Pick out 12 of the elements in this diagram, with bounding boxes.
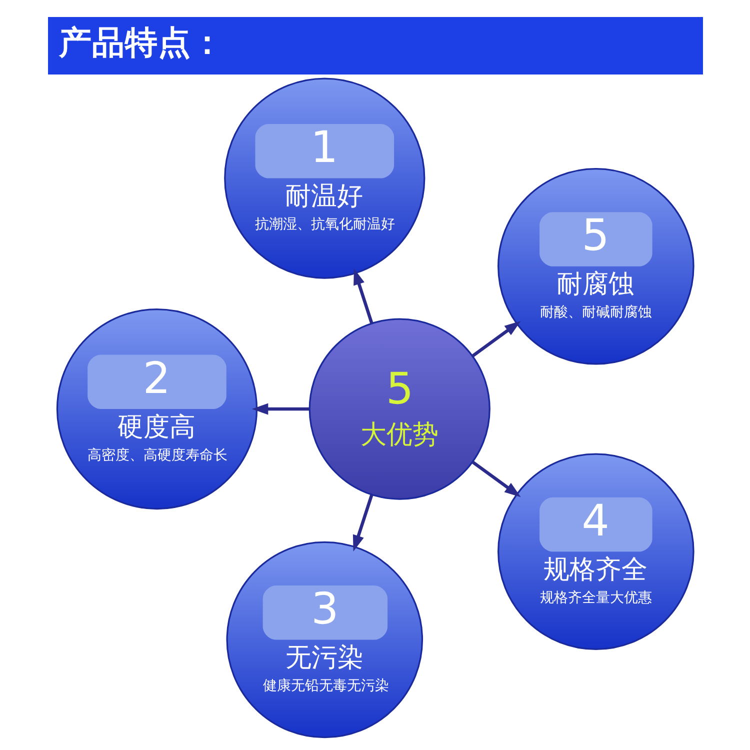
node-circle: 3 无污染 健康无铅无毒无污染: [226, 541, 423, 738]
node-circle: 5 大优势: [308, 318, 490, 500]
arrow: [251, 403, 309, 415]
node-circle: 4 规格齐全 规格齐全量大优惠: [497, 453, 694, 650]
arrow: [352, 494, 373, 552]
node-circle: 2 硬度高 高密度、高硬度寿命长: [56, 308, 258, 510]
node-circle: 5 耐腐蚀 耐酸、耐碱耐腐蚀: [497, 168, 694, 365]
arrow: [471, 460, 520, 498]
node-circle: 1 耐温好 抗潮湿、抗氧化耐温好: [224, 78, 425, 279]
diagram-title: 产品特点：: [58, 23, 224, 62]
arrow: [471, 320, 520, 358]
arrow: [353, 268, 373, 324]
